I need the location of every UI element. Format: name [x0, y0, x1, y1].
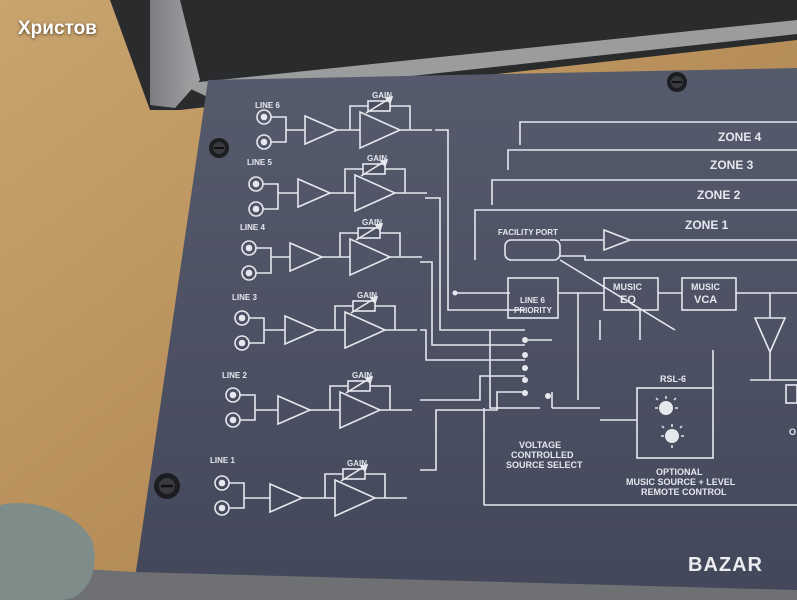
screw-icon — [209, 138, 229, 158]
gain-label: GAIN — [347, 459, 367, 468]
music-vca-label-2: VCA — [694, 294, 717, 306]
amp-icon — [284, 314, 319, 346]
zone-3-label: ZONE 3 — [710, 158, 754, 172]
amp-icon — [297, 177, 332, 209]
gain-amp-icon — [359, 110, 402, 150]
gain-amp-icon — [349, 237, 392, 277]
vcss-label-3: SOURCE SELECT — [506, 460, 583, 470]
facility-port-label: FACILITY PORT — [498, 228, 558, 237]
optional-label-1: OPTIONAL — [656, 467, 703, 477]
amp-icon — [304, 114, 339, 146]
knob-icon — [655, 396, 678, 415]
watermark: Христов — [18, 18, 97, 39]
gain-label: GAIN — [362, 218, 382, 227]
front-panel — [135, 68, 797, 598]
channel-strip — [225, 375, 412, 430]
music-eq-label: MUSIC — [613, 282, 643, 292]
zone-1-label: ZONE 1 — [685, 218, 729, 232]
channel-strip — [234, 295, 417, 351]
music-eq-label-2: EQ — [620, 294, 636, 306]
line6-priority-label: LINE 6 — [520, 296, 545, 305]
line-label: LINE 2 — [222, 371, 247, 380]
gain-label: GAIN — [372, 91, 392, 100]
zone-4-label: ZONE 4 — [718, 130, 762, 144]
rsl-label: RSL-6 — [660, 374, 686, 384]
gain-amp-icon — [354, 173, 397, 213]
gain-amp-icon — [334, 478, 377, 518]
logo: BAZAR — [688, 554, 763, 576]
knob-icon — [661, 424, 684, 448]
zone-2-label: ZONE 2 — [697, 188, 741, 202]
line-label: LINE 6 — [255, 101, 280, 110]
line-label: LINE 4 — [240, 223, 265, 232]
gain-amp-icon — [344, 310, 387, 350]
optional-label-2: MUSIC SOURCE + LEVEL — [626, 477, 736, 487]
gain-label: GAIN — [367, 154, 387, 163]
vcss-label-2: CONTROLLED — [511, 450, 574, 460]
amp-icon — [277, 394, 312, 426]
line6-priority-label-2: PRIORITY — [514, 306, 552, 315]
amp-icon — [289, 241, 324, 273]
channel-strip — [241, 222, 422, 281]
line-label: LINE 1 — [210, 456, 235, 465]
gain-label: GAIN — [357, 291, 377, 300]
channel-strip — [248, 158, 427, 217]
music-vca-label: MUSIC — [691, 282, 721, 292]
amp-icon — [269, 482, 304, 514]
line-label: LINE 5 — [247, 158, 272, 167]
gain-label: GAIN — [352, 371, 372, 380]
line-label: LINE 3 — [232, 293, 257, 302]
vcss-label-1: VOLTAGE — [519, 440, 561, 450]
optional-label-3: REMOTE CONTROL — [641, 487, 727, 497]
case-rail — [150, 0, 200, 108]
channel-strip — [214, 463, 407, 518]
screw-icon — [667, 72, 687, 92]
edge-letter: O — [789, 427, 796, 437]
screw-icon — [154, 473, 180, 499]
glove — [0, 503, 95, 600]
channel-strip — [256, 95, 432, 150]
gain-amp-icon — [339, 390, 382, 430]
